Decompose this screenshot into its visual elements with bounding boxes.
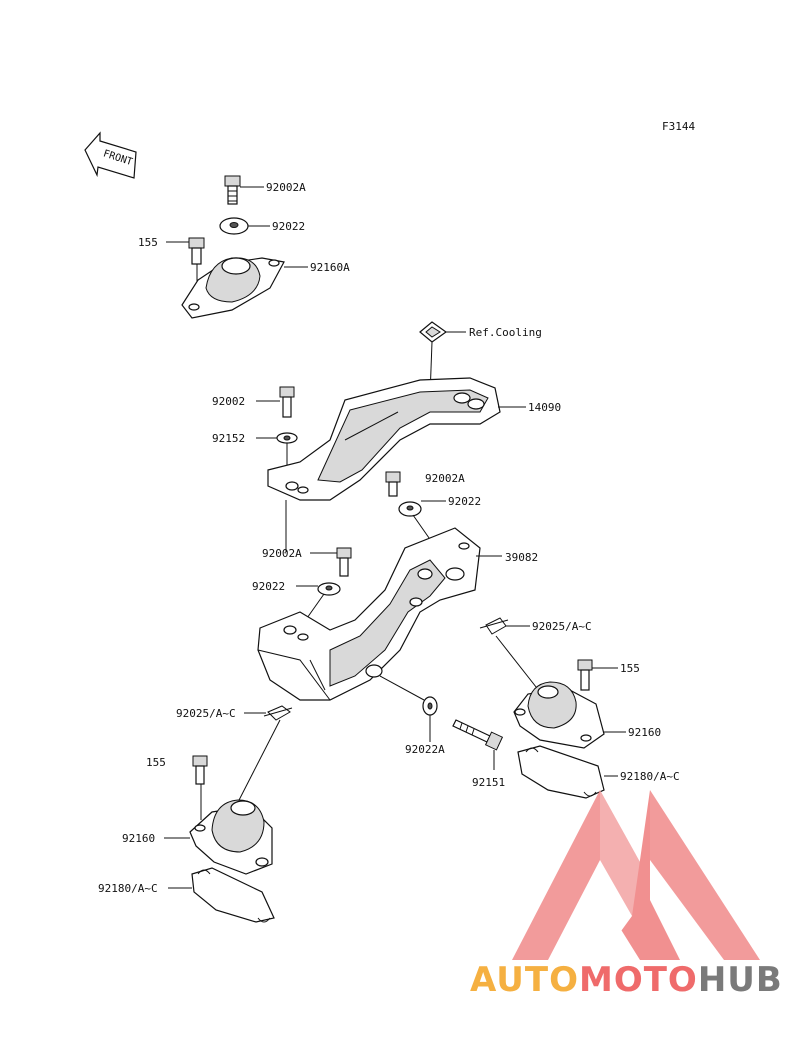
label-92022-top: 92022 bbox=[272, 220, 305, 233]
label-92151: 92151 bbox=[472, 776, 505, 789]
washer-92022-left bbox=[317, 582, 341, 596]
bolt-155-left bbox=[192, 755, 208, 785]
washer-92022A bbox=[422, 696, 438, 716]
brand-logo-icon bbox=[512, 790, 760, 960]
label-92160-right: 92160 bbox=[628, 726, 661, 739]
engine-mount-92160-right bbox=[513, 681, 605, 749]
brand-part-moto: MOTO bbox=[578, 960, 698, 1000]
label-ref-cooling: Ref.Cooling bbox=[469, 326, 542, 339]
label-155-left: 155 bbox=[146, 756, 166, 769]
bolt-92002 bbox=[279, 386, 295, 418]
bolt-155-top bbox=[188, 237, 205, 265]
washer-92022-top bbox=[219, 217, 249, 235]
front-arrow-icon: FRONT bbox=[84, 131, 137, 179]
gasket-92180-right bbox=[517, 745, 605, 799]
engine-mount-92160A bbox=[181, 257, 285, 319]
brand-part-auto: AUTO bbox=[470, 960, 579, 1000]
label-92025-left: 92025/A~C bbox=[176, 707, 236, 720]
label-92180-right: 92180/A~C bbox=[620, 770, 680, 783]
label-39082: 39082 bbox=[505, 551, 538, 564]
label-92160A: 92160A bbox=[310, 261, 350, 274]
bracket-39082 bbox=[257, 527, 481, 701]
label-92002: 92002 bbox=[212, 395, 245, 408]
brand-part-hub: HUB bbox=[697, 960, 783, 1000]
washer-92022-right bbox=[398, 501, 422, 517]
engine-mount-92160-left bbox=[189, 799, 273, 875]
bolt-92002A-right bbox=[385, 471, 401, 497]
bolt-92002A-top bbox=[224, 175, 241, 205]
label-155-top: 155 bbox=[138, 236, 158, 249]
label-14090: 14090 bbox=[528, 401, 561, 414]
gasket-92180-left bbox=[191, 867, 275, 923]
label-92002A-top: 92002A bbox=[266, 181, 306, 194]
label-92180-left: 92180/A~C bbox=[98, 882, 158, 895]
brand-watermark: AUTOMOTOHUB bbox=[470, 960, 800, 1010]
clip-92025-right bbox=[479, 617, 509, 635]
washer-92152 bbox=[276, 432, 298, 444]
clip-92025-left bbox=[263, 705, 293, 721]
label-155-right: 155 bbox=[620, 662, 640, 675]
bolt-92151 bbox=[452, 719, 504, 751]
label-92022-left: 92022 bbox=[252, 580, 285, 593]
cooling-reference-icon bbox=[419, 321, 448, 343]
label-92002A-right: 92002A bbox=[425, 472, 465, 485]
label-92152: 92152 bbox=[212, 432, 245, 445]
label-92002A-mid-left: 92002A bbox=[262, 547, 302, 560]
bracket-14090 bbox=[267, 377, 501, 501]
figure-code: F3144 bbox=[662, 120, 695, 133]
bolt-155-right bbox=[577, 659, 593, 691]
label-92022A: 92022A bbox=[405, 743, 445, 756]
label-92160-left: 92160 bbox=[122, 832, 155, 845]
label-92022-right: 92022 bbox=[448, 495, 481, 508]
label-92025-right: 92025/A~C bbox=[532, 620, 592, 633]
bolt-92002A-left bbox=[336, 547, 352, 577]
